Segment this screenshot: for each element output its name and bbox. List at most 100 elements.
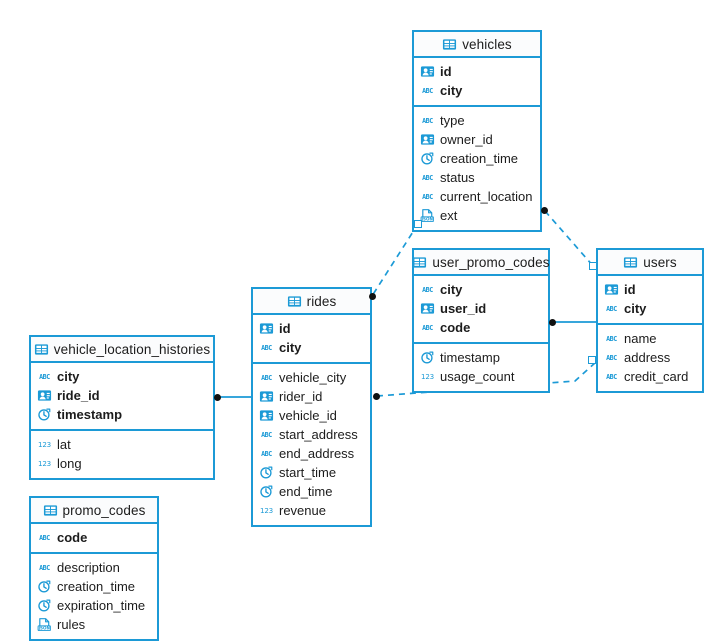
field-row-id[interactable]: id	[598, 280, 702, 299]
abc-icon: ABC	[259, 370, 274, 385]
abc-icon: ABC	[420, 113, 435, 128]
clock-icon	[420, 151, 435, 166]
field-row-timestamp[interactable]: timestamp	[31, 405, 213, 424]
table-header-rides[interactable]: rides	[253, 289, 370, 315]
table-header-users[interactable]: users	[598, 250, 702, 276]
field-name: owner_id	[440, 132, 493, 147]
field-name: rules	[57, 617, 86, 632]
field-name: ext	[440, 208, 458, 223]
abc-icon: ABC	[604, 331, 619, 346]
field-name: name	[624, 331, 657, 346]
svg-text:ABC: ABC	[422, 174, 433, 182]
svg-text:123: 123	[421, 372, 434, 381]
svg-text:ABC: ABC	[606, 335, 617, 343]
field-row-name[interactable]: ABC name	[598, 329, 702, 348]
123-icon: 123	[37, 456, 52, 471]
clock-icon	[259, 484, 274, 499]
field-row-owner_id[interactable]: owner_id	[414, 130, 540, 149]
abc-icon: ABC	[604, 301, 619, 316]
table-name: promo_codes	[62, 502, 146, 518]
field-row-expiration_time[interactable]: expiration_time	[31, 596, 157, 615]
table-icon	[623, 255, 638, 270]
field-name: id	[624, 282, 636, 297]
field-row-end_time[interactable]: end_time	[253, 482, 370, 501]
clock-icon	[37, 579, 52, 594]
field-row-user_id[interactable]: user_id	[414, 299, 548, 318]
field-row-creation_time[interactable]: creation_time	[31, 577, 157, 596]
svg-text:JSON: JSON	[38, 626, 51, 631]
field-name: status	[440, 170, 475, 185]
abc-icon: ABC	[259, 427, 274, 442]
table-name: vehicle_location_histories	[53, 341, 211, 357]
field-name: long	[57, 456, 82, 471]
field-row-vehicle_id[interactable]: vehicle_id	[253, 406, 370, 425]
field-name: id	[279, 321, 291, 336]
table-header-vehicles[interactable]: vehicles	[414, 32, 540, 58]
field-name: timestamp	[440, 350, 500, 365]
edge-endpoint-square	[588, 356, 596, 364]
field-row-ride_id[interactable]: ride_id	[31, 386, 213, 405]
svg-text:ABC: ABC	[606, 305, 617, 313]
abc-icon: ABC	[259, 340, 274, 355]
field-row-creation_time[interactable]: creation_time	[414, 149, 540, 168]
table-header-vehicle_location_histories[interactable]: vehicle_location_histories	[31, 337, 213, 363]
contact-card-icon	[420, 64, 435, 79]
table-header-promo_codes[interactable]: promo_codes	[31, 498, 157, 524]
svg-text:ABC: ABC	[261, 374, 272, 382]
field-name: vehicle_id	[279, 408, 337, 423]
table-icon	[442, 37, 457, 52]
table-name: vehicles	[462, 36, 512, 52]
svg-text:ABC: ABC	[39, 534, 50, 542]
svg-text:ABC: ABC	[422, 87, 433, 95]
field-row-rules[interactable]: JSON rules	[31, 615, 157, 634]
abc-icon: ABC	[420, 170, 435, 185]
field-row-rider_id[interactable]: rider_id	[253, 387, 370, 406]
field-row-start_time[interactable]: start_time	[253, 463, 370, 482]
field-row-id[interactable]: id	[253, 319, 370, 338]
field-row-timestamp[interactable]: timestamp	[414, 348, 548, 367]
table-name: users	[643, 254, 677, 270]
contact-card-icon	[37, 388, 52, 403]
field-row-id[interactable]: id	[414, 62, 540, 81]
edge-endpoint-dot	[541, 207, 548, 214]
table-header-user_promo_codes[interactable]: user_promo_codes	[413, 250, 549, 276]
clock-icon	[420, 350, 435, 365]
svg-text:123: 123	[38, 440, 51, 449]
svg-text:ABC: ABC	[606, 373, 617, 381]
field-row-long[interactable]: 123 long	[31, 454, 213, 473]
svg-text:ABC: ABC	[422, 193, 433, 201]
field-name: end_time	[279, 484, 333, 499]
field-row-status[interactable]: ABC status	[414, 168, 540, 187]
